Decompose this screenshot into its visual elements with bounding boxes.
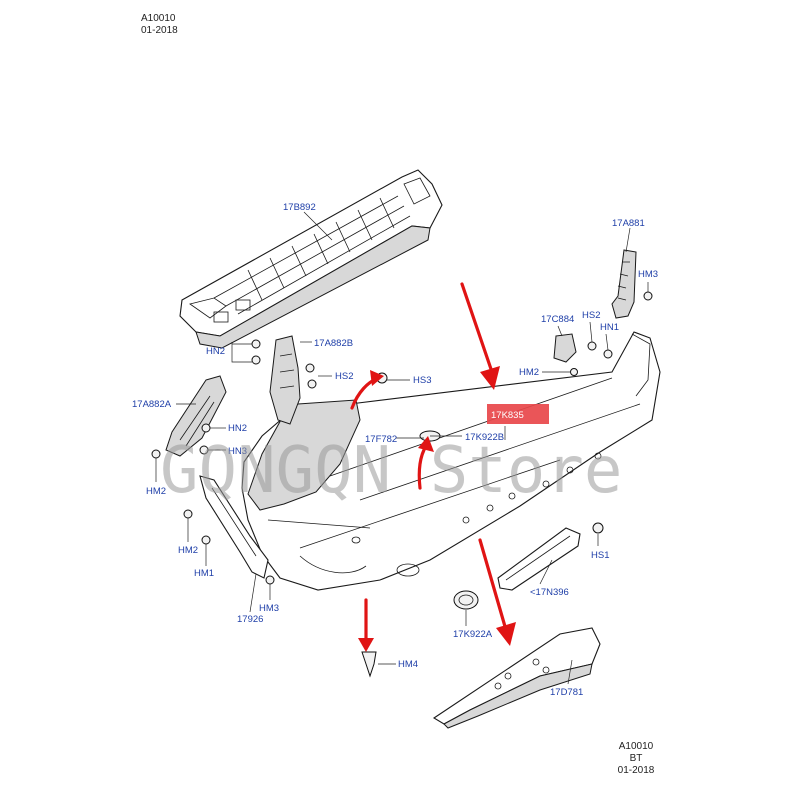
label-hn2-top: HN2 — [206, 346, 225, 357]
label-hn1: HN1 — [600, 322, 619, 333]
bracket-17A882A — [165, 375, 227, 457]
leader-lines — [155, 211, 649, 685]
label-hm3-bottom: HM3 — [259, 603, 279, 614]
arrow-to-17D781 — [478, 538, 508, 632]
label-hm4: HM4 — [398, 659, 418, 670]
footer-code: A10010 — [618, 741, 654, 752]
fastener-hs2-right — [587, 341, 597, 351]
bracket-17C884 — [553, 333, 577, 363]
fasteners — [151, 291, 653, 678]
label-hs3: HS3 — [413, 375, 431, 386]
label-hm3-top: HM3 — [638, 269, 658, 280]
arrow-down-to-bumper — [460, 282, 494, 374]
highlight-17K835 — [487, 404, 549, 424]
header-code: A10010 — [141, 13, 176, 24]
label-17B892: 17B892 — [283, 202, 316, 213]
fastener-hs1 — [592, 522, 604, 534]
label-17C884: 17C884 — [541, 314, 574, 325]
footer-variant: BT — [629, 753, 643, 764]
header-block: A10010 01-2018 — [141, 13, 178, 37]
fastener-hm1 — [201, 535, 211, 545]
fastener-hs2-left-a — [305, 363, 315, 373]
bracket-17A881 — [611, 249, 637, 319]
footer-block: A10010 BT 01-2018 — [616, 741, 656, 777]
label-17F782: 17F782 — [365, 434, 397, 445]
fastener-hm4 — [361, 651, 377, 678]
fastener-hm3-bottom — [265, 575, 275, 585]
label-17A882A: 17A882A — [132, 399, 172, 410]
footer-date: 01-2018 — [617, 765, 655, 776]
rail-17N396 — [497, 527, 581, 591]
label-17926: 17926 — [237, 614, 263, 625]
label-17A881: 17A881 — [612, 218, 645, 229]
label-hs2-right: HS2 — [582, 310, 600, 321]
label-hs2-left: HS2 — [335, 371, 353, 382]
diffuser-17D781 — [432, 627, 601, 729]
header-date: 01-2018 — [141, 25, 178, 36]
fastener-hn2-top-a — [251, 339, 261, 349]
label-17K835: 17K835 — [491, 410, 524, 421]
label-17N396: <17N396 — [530, 587, 569, 598]
label-17D781: 17D781 — [550, 687, 583, 698]
label-hm2-right: HM2 — [519, 367, 539, 378]
fastener-hm2-right — [570, 368, 578, 376]
label-hs1: HS1 — [591, 550, 609, 561]
watermark: GQNGQN Store — [160, 434, 622, 508]
label-hm1: HM1 — [194, 568, 214, 579]
cap-17K922A — [453, 590, 479, 610]
fastener-hm3-top — [643, 291, 653, 301]
fastener-hn2-top-b — [251, 355, 261, 365]
label-17K922B: 17K922B — [465, 432, 504, 443]
label-hn2-mid: HN2 — [228, 423, 247, 434]
fastener-hs2-left-b — [307, 379, 317, 389]
bracket-17A882B — [269, 335, 301, 425]
absorber-17B892 — [179, 169, 443, 349]
red-arrows — [350, 282, 516, 652]
label-hm2-a: HM2 — [146, 486, 166, 497]
bumper-cover-17K835 — [241, 331, 661, 591]
fastener-hn1 — [603, 349, 613, 359]
callout-labels: 17B892 17A881 HM3 17C884 HS2 HN1 HM2 17K… — [132, 202, 658, 698]
label-17A882B: 17A882B — [314, 338, 353, 349]
label-hm2-b: HM2 — [178, 545, 198, 556]
fastener-hm2-b — [183, 509, 193, 519]
label-17K922A: 17K922A — [453, 629, 493, 640]
support-17926 — [199, 475, 269, 579]
fastener-hn2-mid — [201, 423, 211, 433]
fastener-hm2-a — [151, 449, 161, 459]
label-hn3: HN3 — [228, 446, 247, 457]
